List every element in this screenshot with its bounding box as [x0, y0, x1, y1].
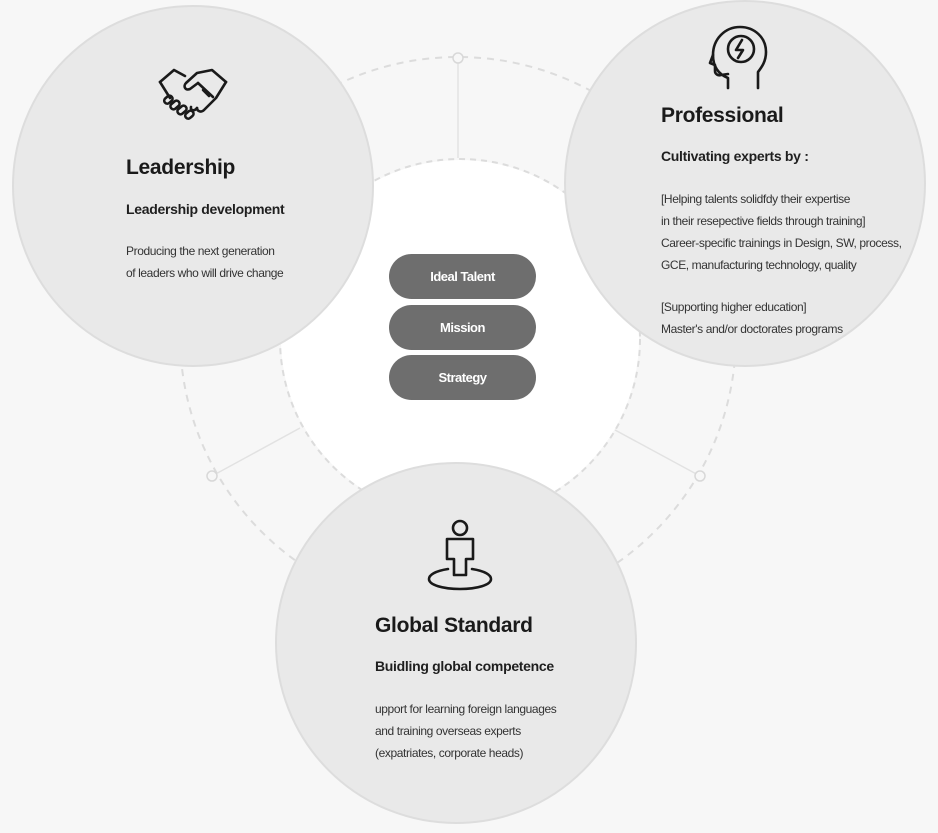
- professional-subtitle: Cultivating experts by :: [661, 148, 809, 164]
- head-brain-icon: [708, 25, 768, 90]
- ideal-talent-button[interactable]: Ideal Talent: [389, 254, 536, 299]
- node-top: [452, 52, 464, 64]
- strategy-button[interactable]: Strategy: [389, 355, 536, 400]
- leadership-subtitle: Leadership development: [126, 201, 285, 217]
- person-on-globe-icon: [427, 519, 493, 591]
- handshake-icon: [158, 68, 228, 120]
- global-standard-circle: [275, 462, 637, 824]
- professional-desc-line: Career-specific trainings in Design, SW,…: [661, 236, 902, 250]
- professional-desc-line: [661, 276, 902, 296]
- leadership-circle: [12, 5, 374, 367]
- spoke-right: [614, 429, 701, 477]
- global-desc-line: upport for learning foreign languages: [375, 702, 557, 716]
- leadership-title: Leadership: [126, 156, 236, 179]
- global-standard-subtitle: Buidling global competence: [375, 658, 554, 674]
- leadership-desc-line: Producing the next generation: [126, 244, 275, 258]
- professional-desc-line: [Helping talents solidfdy their expertis…: [661, 192, 851, 206]
- global-standard-title: Global Standard: [375, 614, 533, 637]
- professional-desc-line: Master's and/or doctorates programs: [661, 322, 843, 336]
- professional-title: Professional: [661, 104, 784, 127]
- mission-button[interactable]: Mission: [389, 305, 536, 350]
- professional-desc-line: in their resepective fields through trai…: [661, 214, 866, 228]
- professional-description: [Helping talents solidfdy their expertis…: [661, 188, 902, 340]
- spoke-left: [211, 427, 301, 477]
- node-left: [206, 470, 218, 482]
- professional-desc-line: GCE, manufacturing technology, quality: [661, 258, 857, 272]
- professional-desc-line: [Supporting higher education]: [661, 300, 807, 314]
- global-desc-line: (expatriates, corporate heads): [375, 746, 524, 760]
- leadership-desc-line: of leaders who will drive change: [126, 266, 284, 280]
- global-desc-line: and training overseas experts: [375, 724, 521, 738]
- leadership-description: Producing the next generation of leaders…: [126, 240, 284, 284]
- global-standard-description: upport for learning foreign languages an…: [375, 698, 557, 764]
- node-right: [694, 470, 706, 482]
